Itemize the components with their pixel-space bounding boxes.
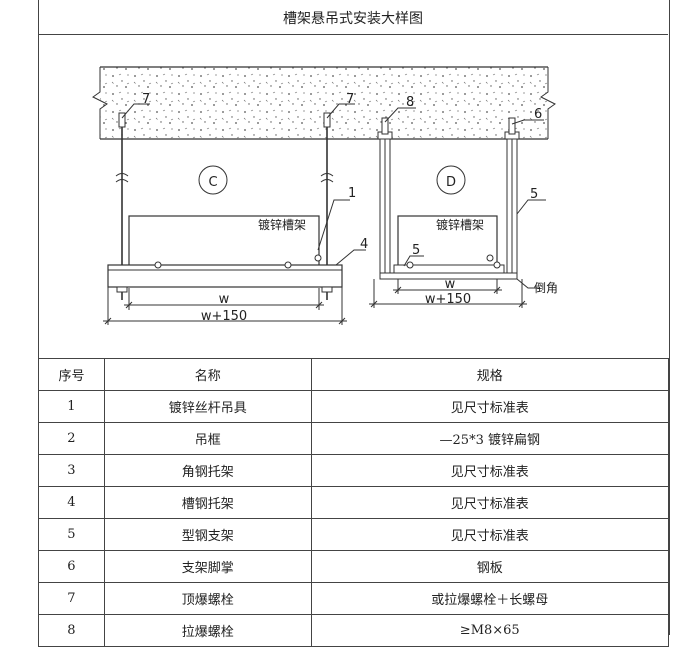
- row-index: 3: [38, 454, 105, 487]
- table-row: 2 吊框 —25*3 镀锌扁钢: [38, 422, 670, 455]
- row-index: 5: [38, 518, 105, 551]
- row-name: 支架脚掌: [103, 550, 312, 583]
- concrete-slab: [92, 66, 556, 140]
- dim-w150-c: w+150: [201, 309, 247, 324]
- table-row: 3 角钢托架 见尺寸标准表: [38, 454, 670, 487]
- row-spec: 见尺寸标准表: [310, 518, 670, 551]
- callout-1: 1: [348, 186, 356, 201]
- row-index: 7: [38, 582, 105, 615]
- dim-w-c: w: [219, 292, 230, 307]
- chamfer-label: 倒角: [534, 281, 558, 295]
- dim-w-d: w: [445, 277, 456, 292]
- drawing-title: 槽架悬吊式安装大样图: [283, 11, 423, 27]
- row-index: 4: [38, 486, 105, 519]
- row-spec: ≥M8×65: [310, 614, 670, 647]
- tray-label-c: 镀锌槽架: [258, 218, 306, 232]
- row-spec: 见尺寸标准表: [310, 390, 670, 423]
- row-name: 顶爆螺栓: [103, 582, 312, 615]
- row-name: 拉爆螺栓: [103, 614, 312, 647]
- callout-4: 4: [360, 237, 368, 252]
- callout-6: 6: [534, 107, 542, 122]
- dim-w150-d: w+150: [425, 292, 471, 307]
- callout-7-right: 7: [346, 92, 354, 107]
- row-spec: 或拉爆螺栓＋长螺母: [310, 582, 670, 615]
- anchor-bolt: [323, 112, 331, 128]
- channel-support: [107, 264, 343, 288]
- table-header-row: 序号 名称 规格: [38, 358, 670, 391]
- detail-d: D 镀锌槽架 8 6 5 5 倒角 w w+150: [369, 95, 558, 308]
- callout-7-left: 7: [142, 92, 150, 107]
- row-index: 8: [38, 614, 105, 647]
- row-name: 角钢托架: [103, 454, 312, 487]
- title-divider: [38, 34, 668, 35]
- row-name: 型钢支架: [103, 518, 312, 551]
- detail-drawing: C 镀锌槽架 7 7 1 4 w w+150: [92, 66, 558, 325]
- table-row: 8 拉爆螺栓 ≥M8×65: [38, 614, 670, 647]
- header-spec: 规格: [310, 358, 670, 391]
- row-spec: 见尺寸标准表: [310, 486, 670, 519]
- callout-8: 8: [406, 95, 414, 110]
- table-row: 4 槽钢托架 见尺寸标准表: [38, 486, 670, 519]
- detail-marker-c: [198, 165, 228, 195]
- table-row: 6 支架脚掌 钢板: [38, 550, 670, 583]
- callout-5-right: 5: [530, 187, 538, 202]
- callout-5-left: 5: [412, 243, 420, 258]
- row-name: 镀锌丝杆吊具: [103, 390, 312, 423]
- table-row: 7 顶爆螺栓 或拉爆螺栓＋长螺母: [38, 582, 670, 615]
- spec-table: 序号 名称 规格 1 镀锌丝杆吊具 见尺寸标准表 2 吊框 —25*3 镀锌扁钢…: [38, 358, 670, 647]
- table-row: 5 型钢支架 见尺寸标准表: [38, 518, 670, 551]
- detail-c: C 镀锌槽架 7 7 1 4 w w+150: [103, 92, 368, 325]
- row-index: 6: [38, 550, 105, 583]
- row-spec: —25*3 镀锌扁钢: [310, 422, 670, 455]
- table-row: 1 镀锌丝杆吊具 见尺寸标准表: [38, 390, 670, 423]
- row-spec: 见尺寸标准表: [310, 454, 670, 487]
- row-index: 2: [38, 422, 105, 455]
- drawing-frame: [38, 0, 670, 635]
- tray-label-d: 镀锌槽架: [436, 218, 484, 232]
- detail-c-letter: C: [208, 175, 217, 190]
- row-name: 吊框: [103, 422, 312, 455]
- detail-marker-d: [436, 165, 466, 195]
- anchor-bolt: [118, 112, 126, 128]
- detail-d-letter: D: [446, 175, 456, 190]
- header-index: 序号: [38, 358, 105, 391]
- row-index: 1: [38, 390, 105, 423]
- row-spec: 钢板: [310, 550, 670, 583]
- row-name: 槽钢托架: [103, 486, 312, 519]
- header-name: 名称: [103, 358, 312, 391]
